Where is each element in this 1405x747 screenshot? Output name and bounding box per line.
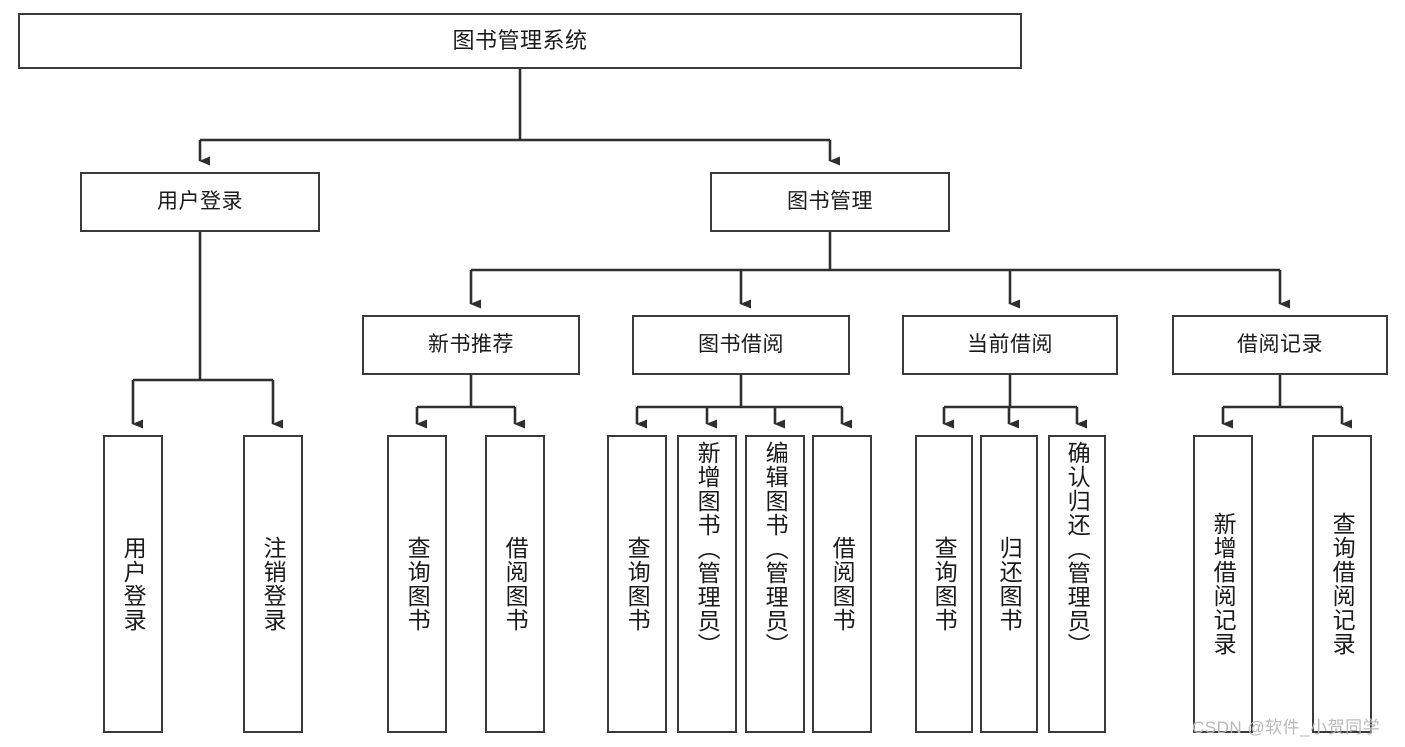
node-label: 确认归还（管理员） <box>1064 441 1091 657</box>
node-label: 借阅图书 <box>502 536 529 632</box>
node-label: 查询借阅记录 <box>1329 512 1356 656</box>
csdn-watermark: CSDN @软件_小贺同学 <box>1192 718 1381 737</box>
node-label: 用户登录 <box>157 190 243 214</box>
node-leaf-query-book-rec[interactable]: 查询图书 <box>387 435 447 733</box>
node-leaf-query-record[interactable]: 查询借阅记录 <box>1312 435 1372 733</box>
node-leaf-query-book[interactable]: 查询图书 <box>607 435 667 733</box>
node-label: 用户登录 <box>120 536 147 632</box>
node-label: 图书借阅 <box>698 333 784 357</box>
node-leaf-add-record[interactable]: 新增借阅记录 <box>1193 435 1253 733</box>
node-leaf-user-logout[interactable]: 注销登录 <box>243 435 303 733</box>
node-current-borrow[interactable]: 当前借阅 <box>902 315 1118 375</box>
node-leaf-borrow-book[interactable]: 借阅图书 <box>812 435 872 733</box>
node-root[interactable]: 图书管理系统 <box>18 13 1022 69</box>
node-user-login[interactable]: 用户登录 <box>80 172 320 232</box>
node-label: 注销登录 <box>260 536 287 632</box>
node-leaf-add-book[interactable]: 新增图书（管理员） <box>677 435 737 733</box>
node-label: 当前借阅 <box>967 333 1053 357</box>
node-label: 归还图书 <box>996 536 1023 632</box>
node-label: 图书管理系统 <box>452 27 588 53</box>
node-label: 查询图书 <box>931 536 958 632</box>
node-leaf-borrow-book-rec[interactable]: 借阅图书 <box>485 435 545 733</box>
node-label: 查询图书 <box>624 536 651 632</box>
node-label: 图书管理 <box>787 190 873 214</box>
node-leaf-user-login[interactable]: 用户登录 <box>103 435 163 733</box>
node-leaf-return-book[interactable]: 归还图书 <box>980 435 1038 733</box>
node-leaf-confirm-return[interactable]: 确认归还（管理员） <box>1048 435 1106 733</box>
node-leaf-edit-book[interactable]: 编辑图书（管理员） <box>745 435 805 733</box>
node-label: 编辑图书（管理员） <box>762 441 789 657</box>
node-label: 查询图书 <box>404 536 431 632</box>
node-label: 借阅记录 <box>1237 333 1323 357</box>
node-new-book-rec[interactable]: 新书推荐 <box>362 315 580 375</box>
node-book-borrow[interactable]: 图书借阅 <box>632 315 850 375</box>
node-leaf-query-book-cur[interactable]: 查询图书 <box>915 435 973 733</box>
node-label: 新增图书（管理员） <box>694 441 721 657</box>
node-book-manage[interactable]: 图书管理 <box>710 172 950 232</box>
node-label: 新增借阅记录 <box>1210 512 1237 656</box>
node-label: 借阅图书 <box>829 536 856 632</box>
node-label: 新书推荐 <box>428 333 514 357</box>
node-borrow-record[interactable]: 借阅记录 <box>1172 315 1388 375</box>
